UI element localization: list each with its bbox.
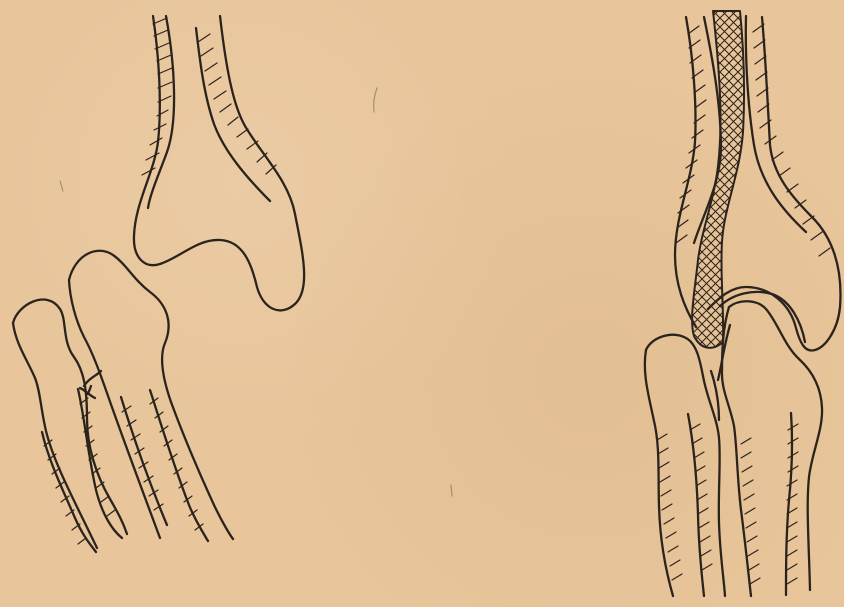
left-humerus-inner-wall-2 bbox=[196, 28, 270, 201]
left-elbow-diagram bbox=[13, 16, 304, 552]
left-humerus-inner-wall-1 bbox=[148, 16, 174, 208]
right-medullary-pin bbox=[692, 11, 744, 348]
right-radius-inner bbox=[645, 350, 673, 596]
paper-marks bbox=[60, 88, 452, 496]
right-elbow-diagram bbox=[645, 11, 841, 596]
left-radius-inner bbox=[13, 323, 97, 548]
left-radius-shaft-3 bbox=[78, 389, 122, 538]
right-radius-hatching bbox=[657, 424, 712, 580]
left-ulna-shaft-2 bbox=[150, 390, 208, 541]
right-ulna-outline bbox=[729, 301, 822, 590]
right-ulna-inner bbox=[722, 307, 751, 596]
left-humerus-hatching bbox=[142, 18, 276, 175]
left-radius-outline bbox=[13, 300, 127, 534]
